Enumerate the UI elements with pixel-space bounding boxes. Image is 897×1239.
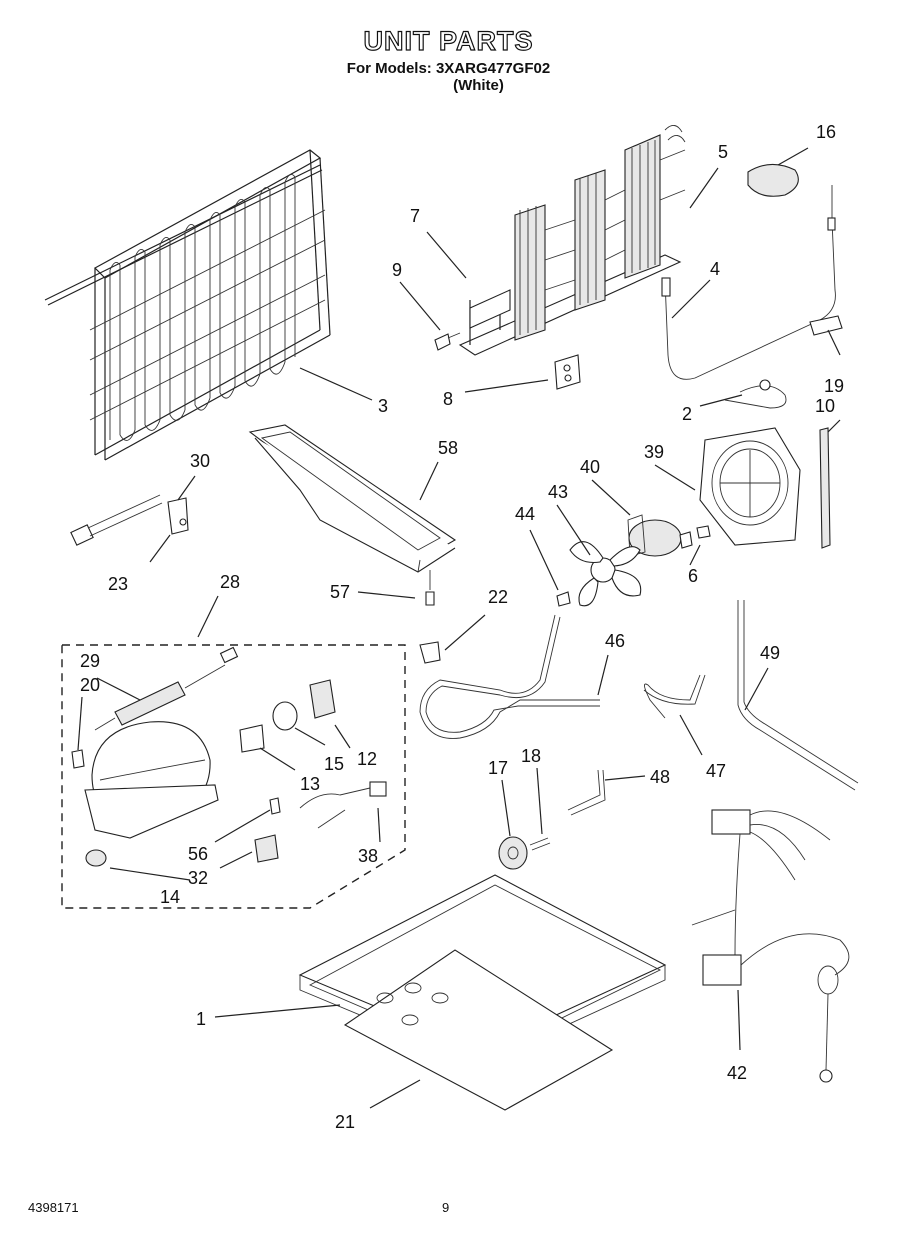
- callout-48: 48: [650, 767, 670, 787]
- callout-21: 21: [335, 1112, 355, 1132]
- callout-18: 18: [521, 746, 541, 766]
- drier-29: [94, 646, 239, 731]
- callout-28: 28: [220, 572, 240, 592]
- compressor: [84, 721, 219, 839]
- callout-43: 43: [548, 482, 568, 502]
- screw-6: [696, 525, 711, 539]
- callout-7: 7: [410, 206, 420, 226]
- page-title: UNIT PARTS: [363, 25, 534, 56]
- callout-17: 17: [488, 758, 508, 778]
- doc-number: 4398171: [28, 1200, 79, 1215]
- callout-47: 47: [706, 761, 726, 781]
- callout-42: 42: [727, 1063, 747, 1083]
- clip-22: [419, 641, 441, 664]
- callout-39: 39: [644, 442, 664, 462]
- callout-9: 9: [392, 260, 402, 280]
- strip-10: [819, 427, 831, 549]
- models-line: For Models: 3XARG477GF02: [346, 60, 551, 77]
- clip-44: [556, 591, 571, 607]
- callout-12: 12: [357, 749, 377, 769]
- wheel-17: [498, 836, 528, 870]
- defrost-heater-4: [661, 185, 836, 380]
- callout-14: 14: [160, 887, 180, 907]
- tie-30: [70, 494, 163, 546]
- capacitor-32: [254, 834, 279, 863]
- screw-56: [269, 797, 281, 815]
- fan-shroud-39: [699, 427, 801, 546]
- evaporator-assembly: [458, 125, 686, 356]
- callout-20: 20: [80, 675, 100, 695]
- axle-18: [529, 837, 551, 851]
- screw-9: [434, 332, 461, 351]
- cover-12: [309, 679, 336, 719]
- tube-47: [643, 674, 706, 719]
- leader-lines: [77, 147, 841, 1109]
- callout-30: 30: [190, 451, 210, 471]
- callout-16: 16: [816, 122, 836, 142]
- cover-plate-21: [343, 949, 614, 1111]
- callout-15: 15: [324, 754, 344, 774]
- fan-motor-40: [627, 514, 693, 557]
- callout-8: 8: [443, 389, 453, 409]
- screw-57: [425, 570, 435, 606]
- tube-46: [419, 614, 600, 739]
- compressor-kit-outline: [61, 644, 406, 909]
- callout-6: 6: [688, 566, 698, 586]
- wire-harness-2: [724, 379, 787, 409]
- callout-57: 57: [330, 582, 350, 602]
- callout-38: 38: [358, 846, 378, 866]
- cord-38: [299, 781, 387, 829]
- callout-46: 46: [605, 631, 625, 651]
- callout-22: 22: [488, 587, 508, 607]
- model-subtitle: For Models: 3XARG477GF02 (White): [0, 60, 897, 94]
- relay-13: [239, 724, 265, 753]
- grommet-14: [85, 849, 107, 867]
- callout-40: 40: [580, 457, 600, 477]
- condenser-coil: [44, 149, 331, 461]
- grommet-20: [71, 749, 85, 769]
- callout-2: 2: [682, 404, 692, 424]
- clip-19: [809, 315, 843, 336]
- callout-4: 4: [710, 259, 720, 279]
- page-number: 9: [442, 1200, 450, 1215]
- callout-32: 32: [188, 868, 208, 888]
- callout-23: 23: [108, 574, 128, 594]
- callout-3: 3: [378, 396, 388, 416]
- callout-19: 19: [824, 376, 844, 396]
- clip-8: [554, 354, 581, 390]
- callout-44: 44: [515, 504, 535, 524]
- callout-labels: 1 2 3 4 5 6 7 8 9 10 12 13 14 15 16 17 1…: [80, 122, 844, 1132]
- bracket-48: [567, 769, 606, 816]
- callout-1: 1: [196, 1009, 206, 1029]
- clip-23: [167, 497, 189, 535]
- callout-49: 49: [760, 643, 780, 663]
- callout-29: 29: [80, 651, 100, 671]
- overload-15: [272, 701, 298, 731]
- fan-blade-43: [569, 541, 642, 607]
- callout-56: 56: [188, 844, 208, 864]
- color-line: (White): [453, 77, 504, 94]
- drain-pan-58: [248, 424, 457, 573]
- callout-5: 5: [718, 142, 728, 162]
- tube-49: [737, 600, 859, 791]
- callout-13: 13: [300, 774, 320, 794]
- cap-16: [747, 163, 799, 197]
- wire-harness-42: [691, 809, 850, 1083]
- callout-10: 10: [815, 396, 835, 416]
- callout-58: 58: [438, 438, 458, 458]
